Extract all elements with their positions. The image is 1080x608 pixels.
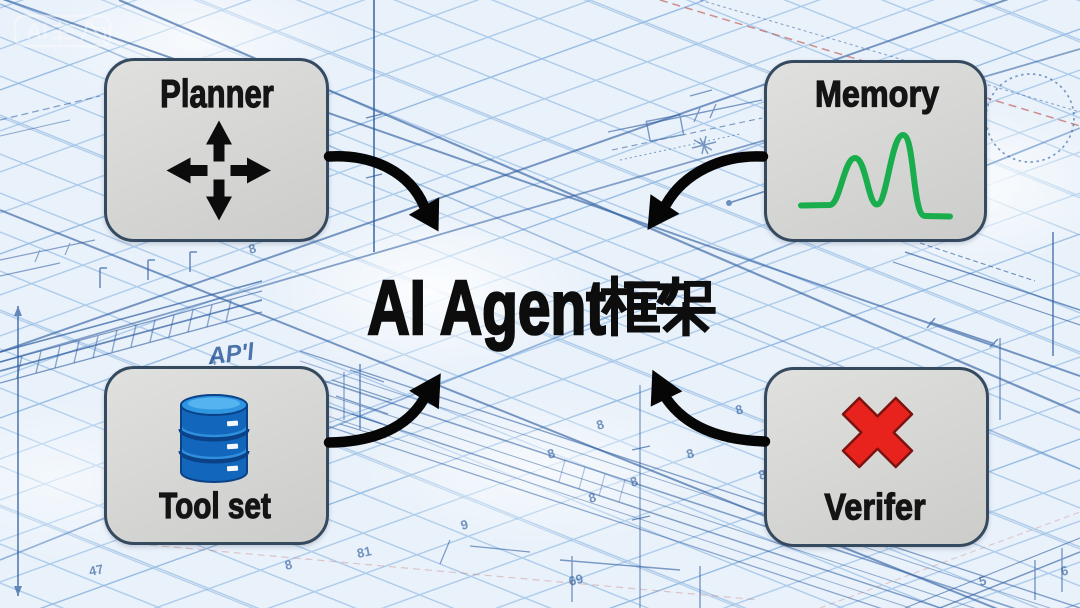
- svg-text:8: 8: [628, 473, 640, 490]
- svg-text:8: 8: [594, 416, 605, 432]
- svg-text:4: 4: [207, 352, 218, 368]
- svg-text:47: 47: [88, 561, 105, 579]
- svg-text:AI Agent: AI Agent: [367, 265, 605, 351]
- svg-text:8: 8: [545, 445, 556, 461]
- svg-text:Planner: Planner: [160, 73, 274, 116]
- svg-text:AI: AI: [26, 19, 48, 44]
- svg-text:8: 8: [684, 445, 695, 461]
- svg-text:69: 69: [567, 571, 585, 589]
- svg-text:8: 8: [247, 240, 258, 256]
- svg-text:Memory: Memory: [815, 75, 940, 115]
- svg-text:Verifer: Verifer: [824, 487, 926, 528]
- svg-text:8: 8: [733, 401, 744, 417]
- svg-text:8: 8: [757, 466, 768, 482]
- svg-text:6: 6: [1059, 563, 1070, 579]
- svg-text:AP'l: AP'l: [206, 338, 257, 370]
- svg-text:8: 8: [587, 489, 598, 505]
- svg-text:81: 81: [356, 543, 373, 561]
- svg-text:5: 5: [978, 573, 988, 589]
- svg-text:8: 8: [283, 557, 294, 573]
- svg-text:Tool set: Tool set: [159, 485, 271, 525]
- svg-text:9: 9: [459, 517, 470, 533]
